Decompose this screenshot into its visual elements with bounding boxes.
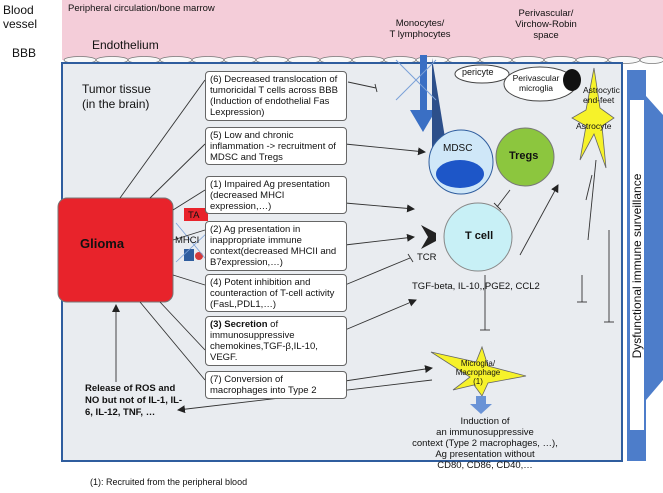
astrocyte-shape: [571, 67, 615, 169]
dysfunctional-label-bg: [630, 100, 644, 430]
induction-arrow: [470, 396, 492, 414]
mechanism-4-num: (4): [210, 277, 222, 288]
line-4: [344, 257, 411, 286]
monocytes-label: Monocytes/ T lymphocytes: [389, 18, 451, 40]
blood-vessel-band: [62, 0, 663, 60]
cytokines-label: TGF-beta, IL-10,,PGE2, CCL2: [412, 281, 540, 292]
microglia-label: Microglia/ Macrophage (1): [455, 359, 501, 386]
line-7: [344, 365, 433, 382]
ta-marker: [184, 208, 208, 221]
tcr-label: TCR: [417, 252, 437, 263]
release-label: Release of ROS and NO but not of IL-1, I…: [85, 383, 183, 418]
mechanism-1-text: Impaired Ag presentation (decreased MHCI…: [210, 179, 330, 212]
mechanism-5-text: Low and chronic inflammation -> recruitm…: [210, 130, 336, 163]
pericyte-cell: [454, 64, 510, 84]
antigen-dot: [195, 252, 203, 260]
mechanism-3: (3) Secretion of immunosuppressive chemo…: [205, 316, 347, 366]
mechanism-7-num: (7): [210, 374, 222, 385]
mdsc-nucleus: [436, 160, 484, 188]
mechanism-3-text: of immunosuppressive chemokines,TGF-β,IL…: [210, 319, 318, 363]
mechanism-7-text: Conversion of macrophages into Type 2: [210, 374, 317, 396]
mechanism-5-num: (5): [210, 130, 222, 141]
monocyte-wedge: [432, 58, 447, 150]
mechanism-2-num: (2): [210, 224, 222, 235]
mechanism-3-num: (3) Secretion: [210, 319, 268, 330]
mechanism-4-text: Potent inhibition and counteraction of T…: [210, 277, 335, 310]
line-2: [344, 233, 415, 246]
mechanism-1-num: (1): [210, 179, 222, 190]
monocyte-entry-arrow: [410, 55, 436, 132]
tregs-cell: [495, 127, 555, 187]
mhci-marker: [184, 249, 194, 261]
induction-label: Induction of an immunosuppressive contex…: [412, 416, 558, 471]
microglia-shape: [430, 345, 527, 397]
line-6: [347, 81, 377, 89]
mechanism-5: (5) Low and chronic inflammation -> recr…: [205, 127, 347, 165]
perivascular-microglia-nucleus: [563, 69, 581, 91]
line-3: [344, 299, 417, 331]
blood-vessel-label: Blood vessel: [3, 3, 38, 31]
mechanism-2: (2) Ag presentation in inappropriate imm…: [205, 221, 347, 271]
mechanism-6: (6) Decreased translocation of tumoricid…: [205, 71, 347, 121]
bbb-label: BBB: [12, 46, 37, 60]
pericyte-label: pericyte: [462, 67, 494, 77]
mechanism-1: (1) Impaired Ag presentation (decreased …: [205, 176, 347, 214]
glioma-label: Glioma: [80, 236, 125, 251]
tcr-receptor: [421, 225, 436, 249]
t-cell: [443, 202, 513, 272]
mechanism-2-text: Ag presentation in inappropriate immune …: [210, 224, 337, 268]
mechanism-4: (4) Potent inhibition and counteraction …: [205, 274, 347, 312]
footnote: (1): Recruited from the peripheral blood: [90, 477, 248, 487]
tregs-label: Tregs: [509, 150, 539, 162]
mhci-label: MHCI: [175, 235, 200, 246]
mechanism-6-text: Decreased translocation of tumoricidal T…: [210, 74, 338, 118]
astrocyte-label: Astrocyte: [576, 121, 612, 131]
tumor-tissue-label: Tumor tissue (in the brain): [82, 82, 151, 111]
glioma-cell: [57, 197, 174, 303]
mechanism-7: (7) Conversion of macrophages into Type …: [205, 371, 347, 399]
dysfunctional-label: Dysfunctional immune surveillance: [630, 173, 644, 359]
ta-label: TA: [188, 210, 200, 221]
mechanism-6-num: (6): [210, 74, 222, 85]
line-1: [344, 202, 415, 213]
astrocytic-endfeet-label: Astrocytic end-feet: [583, 85, 620, 105]
tcell-label: T cell: [465, 230, 494, 242]
endothelium-label: Endothelium: [92, 38, 159, 52]
perivascular-microglia-label: Perivascular microglia: [512, 73, 560, 93]
perivascular-space-label: Perivascular/ Virchow-Robin space: [515, 8, 577, 41]
line-5: [344, 143, 426, 156]
peripheral-label: Peripheral circulation/bone marrow: [68, 3, 215, 14]
mdsc-label: MDSC: [443, 143, 473, 154]
